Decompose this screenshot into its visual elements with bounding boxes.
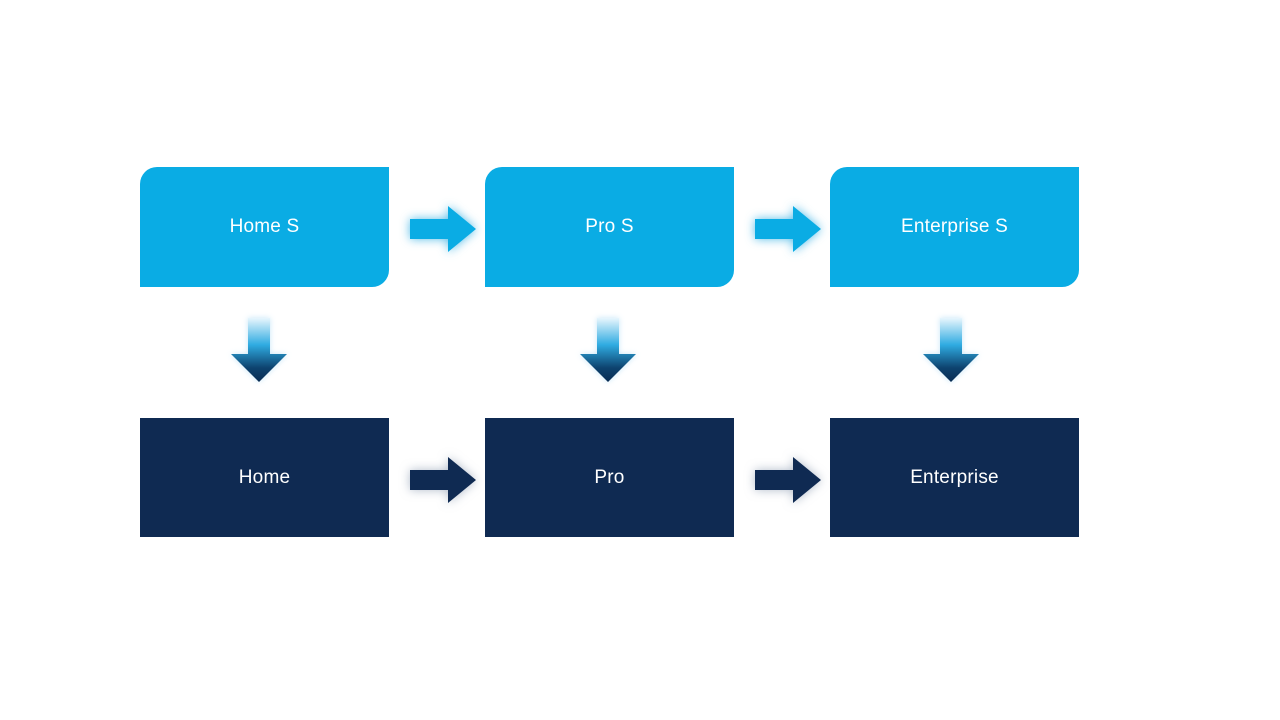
node-enterprise: Enterprise — [830, 418, 1079, 537]
down-arrow-icon-home-s-to-home — [231, 318, 287, 382]
node-pro-label: Pro — [594, 466, 625, 488]
node-enterprise-label: Enterprise — [910, 466, 999, 488]
node-home-s-label: Home S — [229, 216, 300, 237]
down-arrow-icon-enterprise-s-to-enterprise — [923, 318, 979, 382]
node-pro: Pro — [485, 418, 734, 537]
node-home-label: Home — [238, 466, 291, 488]
node-pro-s: Pro S — [485, 167, 734, 287]
right-arrow-icon-home-to-pro — [410, 457, 476, 503]
right-arrow-icon-pro-to-enterprise — [755, 457, 821, 503]
down-arrow-icon-pro-s-to-pro — [580, 318, 636, 382]
node-home: Home — [140, 418, 389, 537]
right-arrow-icon-pro-s-to-enterprise-s — [755, 206, 821, 252]
right-arrow-icon-home-s-to-pro-s — [410, 206, 476, 252]
node-pro-s-label: Pro S — [585, 216, 634, 237]
node-enterprise-s-label: Enterprise S — [901, 216, 1008, 237]
node-enterprise-s: Enterprise S — [830, 167, 1079, 287]
node-home-s: Home S — [140, 167, 389, 287]
